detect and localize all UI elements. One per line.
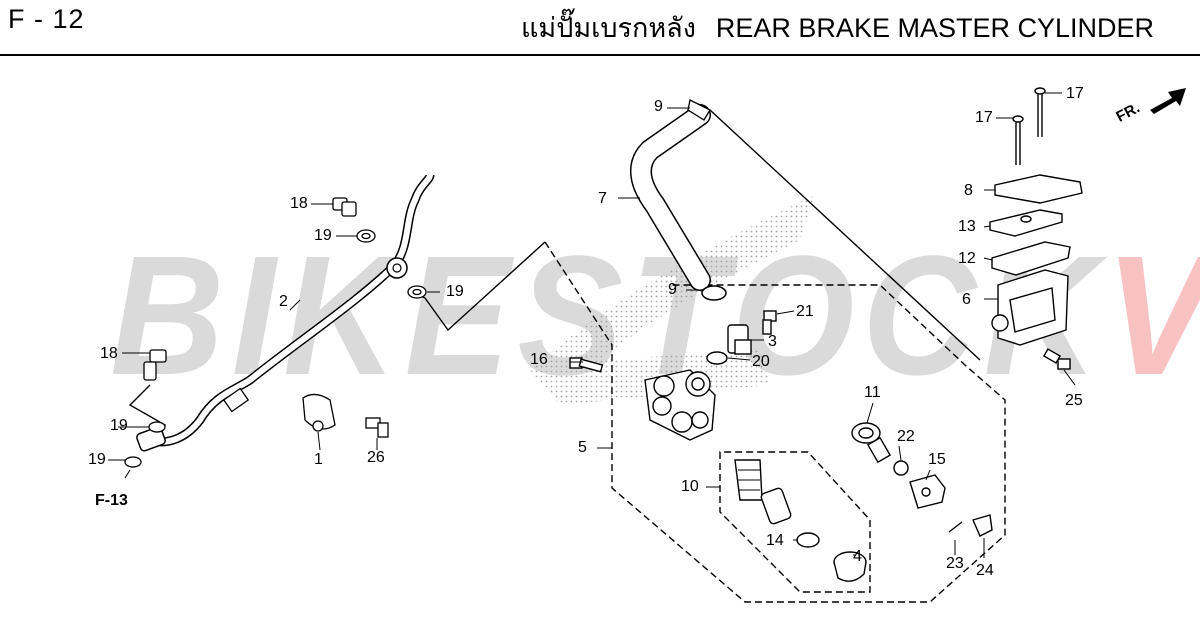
- page-code: F - 12: [8, 4, 85, 34]
- callout-22: 22: [897, 428, 915, 445]
- callout-15: 15: [928, 451, 946, 468]
- watermark-accent: VN: [1105, 221, 1200, 411]
- callout-4: 4: [853, 548, 862, 565]
- callout-17-left: 17: [975, 109, 993, 126]
- title-thai: แม่ปั๊มเบรกหลัง: [521, 13, 696, 44]
- callout-26: 26: [367, 449, 385, 466]
- callout-5: 5: [578, 439, 587, 456]
- callout-10: 10: [681, 478, 699, 495]
- reservoir-hose: [629, 99, 727, 301]
- callout-7: 7: [598, 190, 607, 207]
- callout-18-top: 18: [290, 195, 308, 212]
- reservoir: [989, 87, 1083, 370]
- callout-1: 1: [314, 451, 323, 468]
- callout-14: 14: [766, 532, 784, 549]
- assembly-outlines: [128, 109, 1006, 603]
- page-title: แม่ปั๊มเบรกหลัง REAR BRAKE MASTER CYLINDE…: [521, 6, 1154, 49]
- front-arrow-icon: [1150, 88, 1186, 114]
- callout-19-c: 19: [110, 417, 128, 434]
- callout-13: 13: [958, 218, 976, 235]
- lower-parts: [734, 422, 993, 582]
- callout-18-left: 18: [100, 345, 118, 362]
- callout-20: 20: [752, 353, 770, 370]
- callout-2: 2: [279, 293, 288, 310]
- callout-3: 3: [768, 333, 777, 350]
- callout-19-a: 19: [314, 227, 332, 244]
- callout-9-top: 9: [654, 98, 663, 115]
- callout-12: 12: [958, 250, 976, 267]
- callout-9-mid: 9: [668, 281, 677, 298]
- callout-24: 24: [976, 562, 994, 579]
- left-fasteners: [124, 197, 427, 468]
- callout-8: 8: [964, 182, 973, 199]
- leader-lines: [108, 92, 1076, 558]
- callout-19-b: 19: [446, 283, 464, 300]
- brake-hose: [136, 173, 435, 452]
- callout-21: 21: [796, 303, 814, 320]
- callout-23: 23: [946, 555, 964, 572]
- callout-11: 11: [864, 384, 881, 401]
- master-cylinder: [569, 310, 777, 441]
- callout-16: 16: [530, 351, 548, 368]
- callout-17-right: 17: [1066, 85, 1084, 102]
- callout-6: 6: [962, 291, 971, 308]
- page-reference-f13[interactable]: F-13: [95, 492, 128, 509]
- callout-25: 25: [1065, 392, 1083, 409]
- callout-19-d: 19: [88, 451, 106, 468]
- title-english: REAR BRAKE MASTER CYLINDER: [715, 13, 1154, 43]
- header-rule: [0, 54, 1200, 56]
